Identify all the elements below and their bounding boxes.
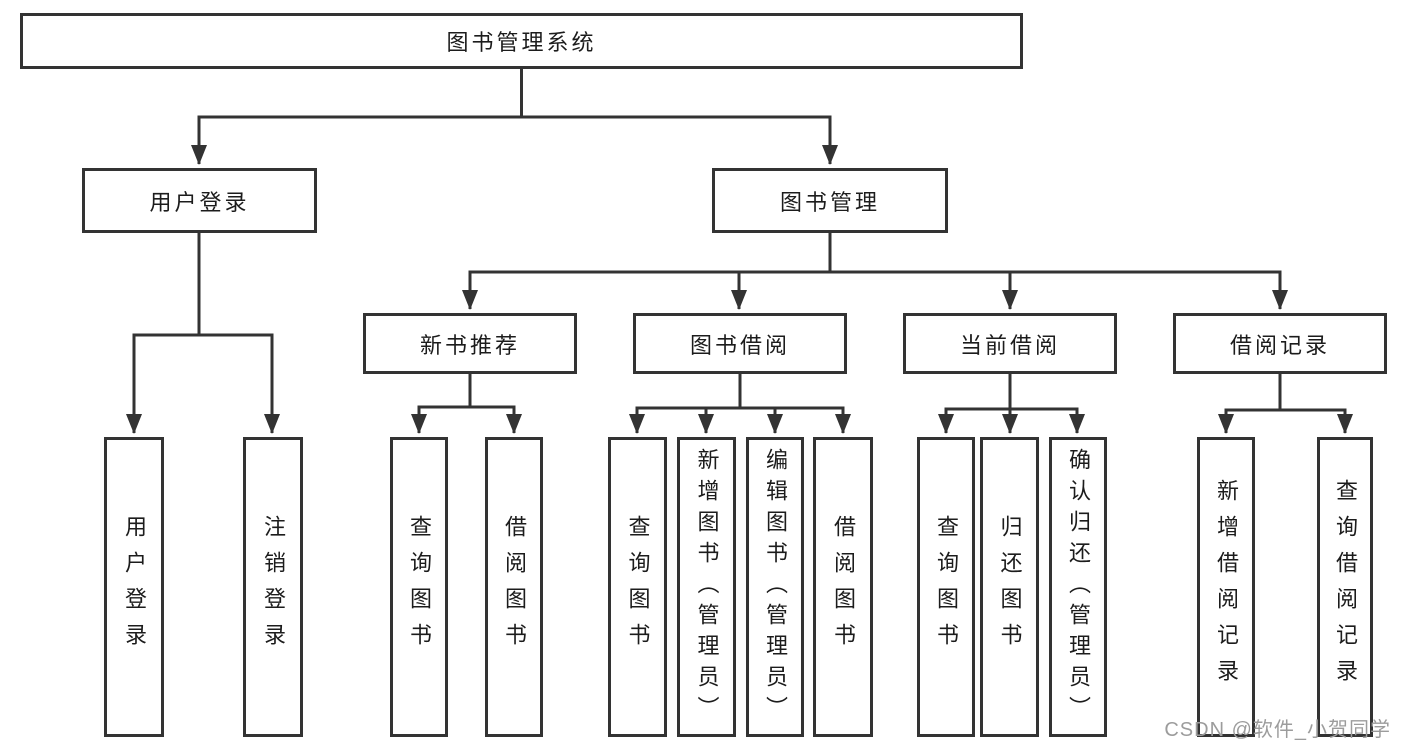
node-borrowing-records: 借阅记录	[1173, 313, 1387, 374]
leaf-edit-book-admin: 编辑图书（管理员）	[746, 437, 804, 737]
leaf-borrow-books-borrowing: 借阅图书	[813, 437, 873, 737]
node-book-management: 图书管理	[712, 168, 948, 233]
leaf-confirm-return-admin: 确认归还（管理员）	[1049, 437, 1107, 737]
node-user-login: 用户登录	[82, 168, 317, 233]
leaf-add-borrowing-record: 新增借阅记录	[1197, 437, 1255, 737]
node-library-management-system: 图书管理系统	[20, 13, 1023, 69]
leaf-query-books-borrowing: 查询图书	[608, 437, 667, 737]
csdn-watermark: CSDN @软件_小贺同学	[1164, 719, 1391, 741]
leaf-user-login: 用户登录	[104, 437, 164, 737]
leaf-borrow-books-recommend: 借阅图书	[485, 437, 543, 737]
leaf-query-books-recommend: 查询图书	[390, 437, 448, 737]
leaf-return-book: 归还图书	[980, 437, 1039, 737]
node-current-borrowing: 当前借阅	[903, 313, 1117, 374]
node-new-book-recommendation: 新书推荐	[363, 313, 577, 374]
leaf-add-book-admin: 新增图书（管理员）	[677, 437, 736, 737]
leaf-query-borrowing-record: 查询借阅记录	[1317, 437, 1373, 737]
leaf-logout: 注销登录	[243, 437, 303, 737]
leaf-query-books-current: 查询图书	[917, 437, 975, 737]
node-book-borrowing: 图书借阅	[633, 313, 847, 374]
